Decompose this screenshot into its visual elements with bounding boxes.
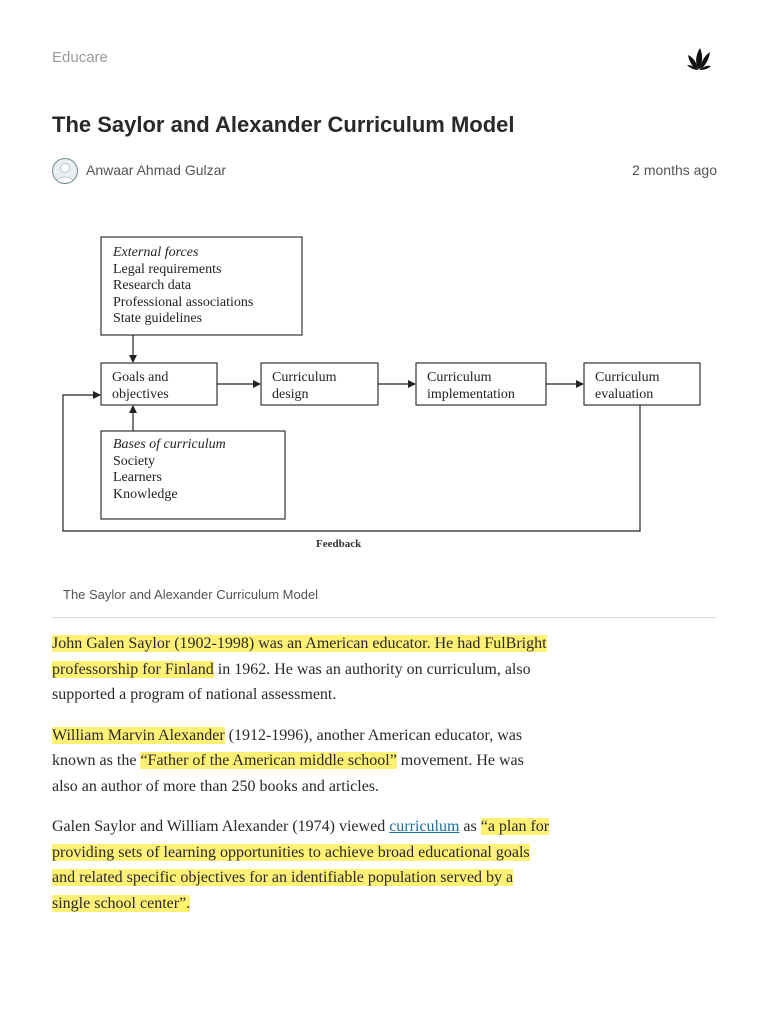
curriculum-implementation-box: Curriculum implementation: [416, 363, 546, 405]
paragraph-alexander: William Marvin Alexander (1912-1996), an…: [52, 723, 552, 800]
paragraph-text: Galen Saylor and William Alexander (1974…: [52, 818, 389, 835]
publish-time: 2 months ago: [632, 162, 717, 178]
paragraph-saylor: John Galen Saylor (1902-1998) was an Ame…: [52, 631, 552, 708]
external-forces-box: External forces Legal requirements Resea…: [101, 237, 302, 335]
external-forces-item: State guidelines: [113, 311, 202, 326]
article-title: The Saylor and Alexander Curriculum Mode…: [52, 112, 515, 138]
bases-item: Knowledge: [113, 487, 178, 502]
implementation-line: Curriculum: [427, 370, 492, 385]
author-avatar[interactable]: [52, 158, 78, 184]
bases-heading: Bases of curriculum: [113, 437, 226, 452]
person-icon: [53, 159, 77, 183]
curriculum-evaluation-box: Curriculum evaluation: [584, 363, 700, 405]
bases-item: Learners: [113, 470, 162, 485]
feedback-label: Feedback: [316, 538, 362, 550]
curriculum-design-box: Curriculum design: [261, 363, 378, 405]
design-line: Curriculum: [272, 370, 337, 385]
curriculum-model-diagram: External forces Legal requirements Resea…: [52, 222, 717, 562]
evaluation-line: Curriculum: [595, 370, 660, 385]
bases-of-curriculum-box: Bases of curriculum Society Learners Kno…: [101, 431, 285, 519]
article-body: John Galen Saylor (1902-1998) was an Ame…: [52, 631, 552, 931]
paragraph-definition: Galen Saylor and William Alexander (1974…: [52, 814, 552, 916]
paragraph-text: as: [459, 818, 480, 835]
goals-objectives-box: Goals and objectives: [101, 363, 217, 405]
external-forces-item: Legal requirements: [113, 262, 221, 277]
goals-line: objectives: [112, 387, 169, 402]
author-name[interactable]: Anwaar Ahmad Gulzar: [86, 162, 226, 178]
bases-item: Society: [113, 454, 155, 469]
figure-caption: The Saylor and Alexander Curriculum Mode…: [63, 587, 318, 602]
evaluation-line: evaluation: [595, 387, 653, 402]
byline: Anwaar Ahmad Gulzar 2 months ago: [52, 158, 717, 184]
caption-divider: [52, 617, 716, 618]
implementation-line: implementation: [427, 387, 515, 402]
site-name-link[interactable]: Educare: [52, 49, 108, 66]
highlight[interactable]: William Marvin Alexander: [52, 727, 225, 744]
goals-line: Goals and: [112, 370, 168, 385]
external-forces-item: Research data: [113, 278, 192, 293]
external-forces-item: Professional associations: [113, 295, 253, 310]
highlight[interactable]: “Father of the American middle school”: [140, 752, 396, 769]
curriculum-link[interactable]: curriculum: [389, 818, 459, 835]
design-line: design: [272, 387, 309, 402]
external-forces-heading: External forces: [112, 245, 199, 260]
leaf-logo-icon[interactable]: [686, 46, 712, 72]
